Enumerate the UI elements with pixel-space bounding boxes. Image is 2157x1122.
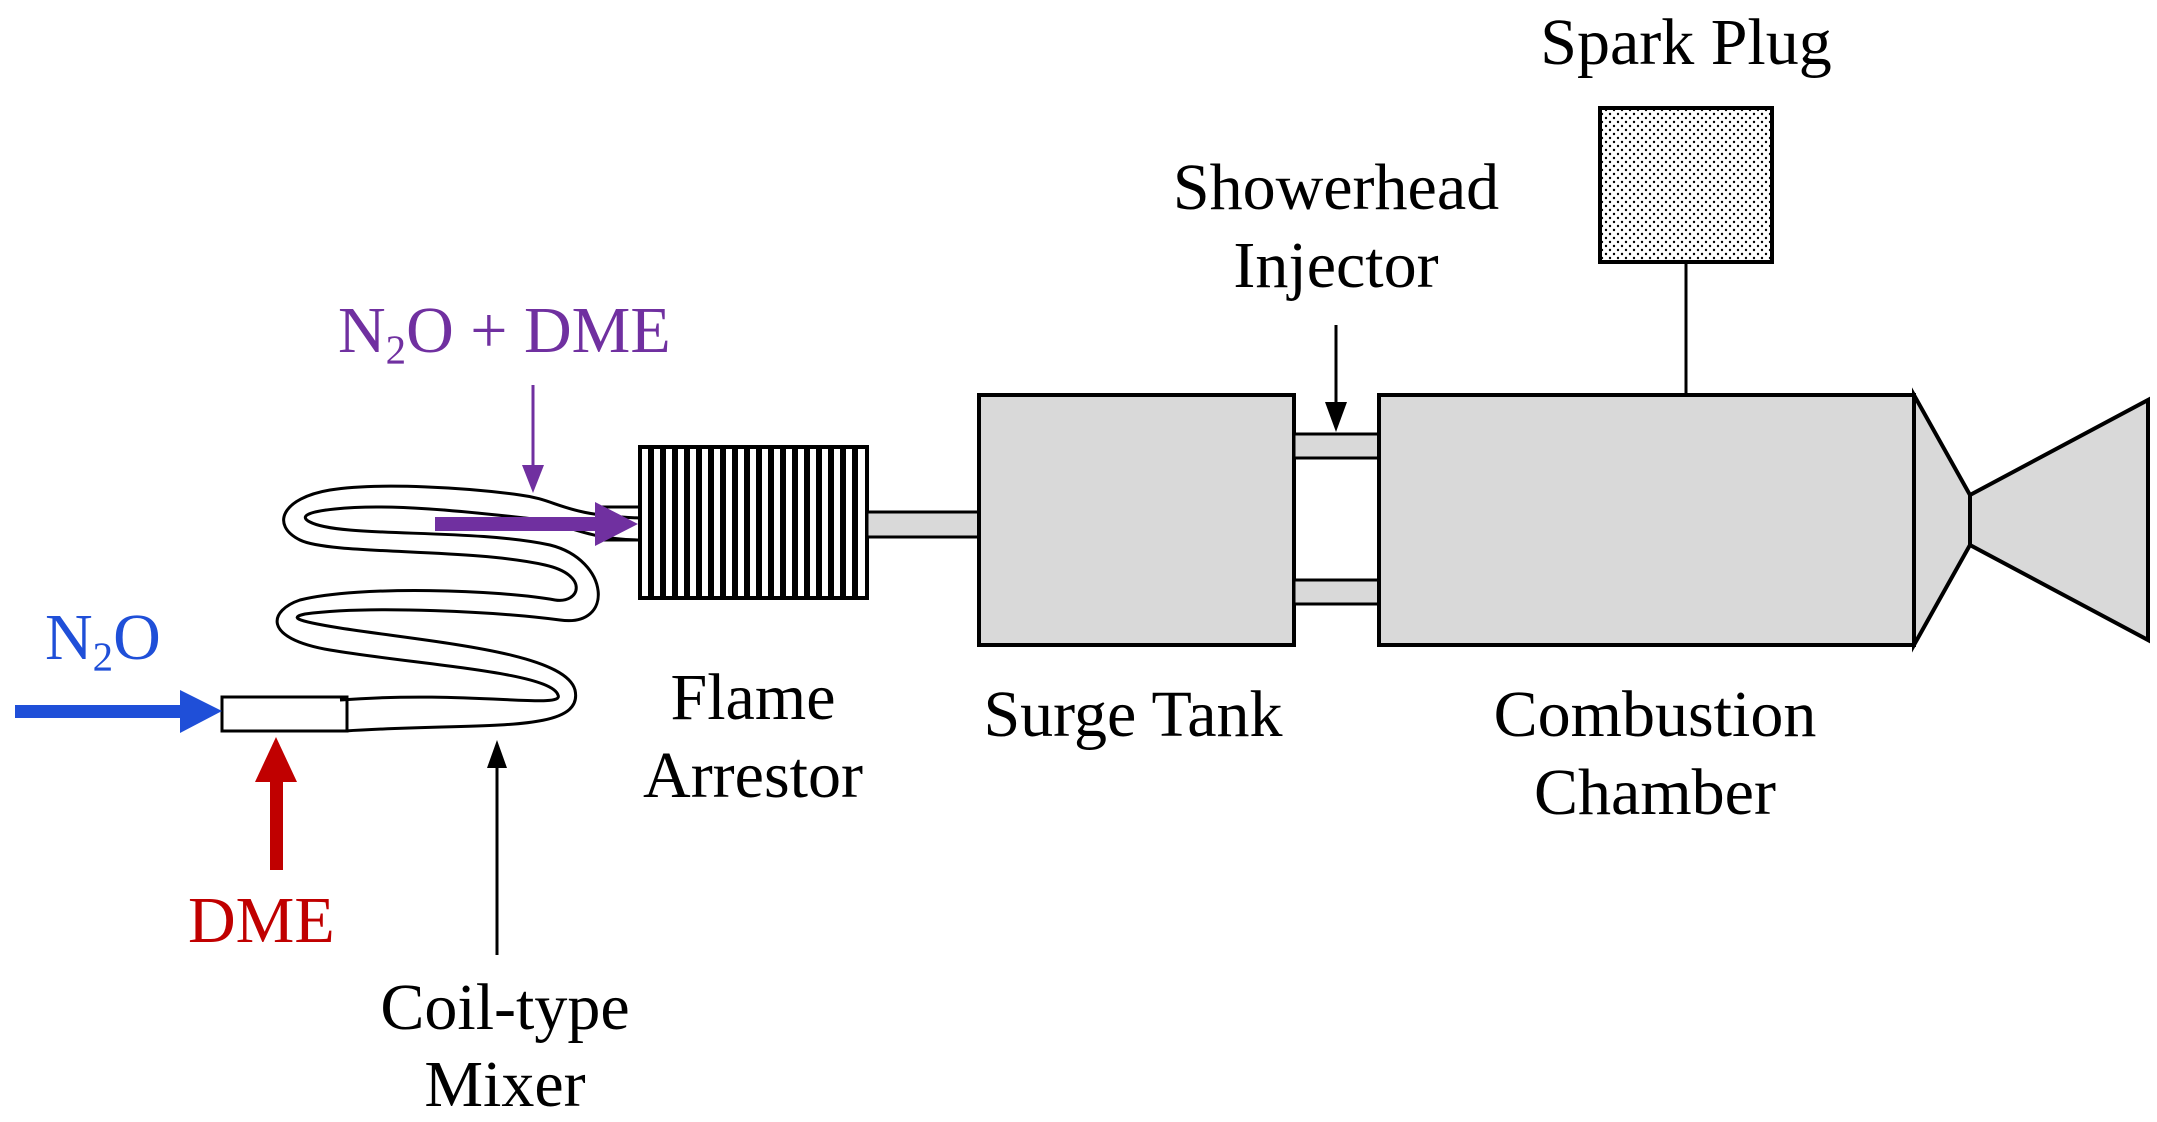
- arrestor-bar: [684, 447, 690, 598]
- combustion-chamber-label-line2: Chamber: [1534, 756, 1776, 829]
- arrestor-bar: [708, 447, 714, 598]
- nozzle: [1912, 387, 2150, 653]
- dme-label: DME: [188, 884, 335, 957]
- showerhead-injector-label-line1: Showerhead: [1172, 151, 1500, 224]
- combustion-chamber: [1377, 393, 1916, 647]
- arrestor-bar: [780, 447, 786, 598]
- arrestor-bar: [660, 447, 666, 598]
- mixture-pointer: [522, 385, 544, 493]
- mixture-arrow: [435, 502, 638, 546]
- coil-mixer: [220, 484, 641, 733]
- flame-arrestor-label-line2: Arrestor: [643, 739, 863, 812]
- arrestor-bar: [804, 447, 810, 598]
- n2o-arrow: [15, 690, 222, 733]
- arrestor-bar: [768, 447, 774, 598]
- arrestor-bar: [672, 447, 678, 598]
- surge-tank-label: Surge Tank: [983, 678, 1283, 751]
- arrestor-bar: [756, 447, 762, 598]
- spark-plug: [1598, 106, 1774, 395]
- showerhead-injector-label-line2: Injector: [1233, 229, 1439, 302]
- arrestor-bar: [744, 447, 750, 598]
- spark-plug-label: Spark Plug: [1540, 6, 1832, 79]
- flame-arrestor-label-line1: Flame: [670, 661, 836, 734]
- arrestor-bar: [696, 447, 702, 598]
- mixture-label: N2O + DME: [338, 294, 671, 373]
- arrestor-bar: [720, 447, 726, 598]
- arrestor-bar: [648, 447, 654, 598]
- combustion-chamber-label-line1: Combustion: [1493, 678, 1817, 751]
- arrestor-bar: [732, 447, 738, 598]
- coil-mixer-label-line2: Mixer: [424, 1048, 586, 1121]
- arrestor-bar: [816, 447, 822, 598]
- arrestor-bar: [792, 447, 798, 598]
- arrestor-bar: [852, 447, 858, 598]
- surge-tank: [977, 393, 1296, 647]
- coil-mixer-label-line1: Coil-type: [380, 971, 630, 1044]
- arrestor-bar: [828, 447, 834, 598]
- flame-arrestor: [638, 445, 869, 600]
- n2o-label: N2O: [45, 601, 161, 680]
- pipe-arrestor-to-surge-tank: [865, 510, 981, 539]
- showerhead-pointer: [1325, 325, 1347, 432]
- coil-mixer-pointer: [487, 740, 507, 955]
- arrestor-bar: [840, 447, 846, 598]
- showerhead-injector: [1292, 432, 1381, 606]
- dme-arrow: [255, 737, 297, 870]
